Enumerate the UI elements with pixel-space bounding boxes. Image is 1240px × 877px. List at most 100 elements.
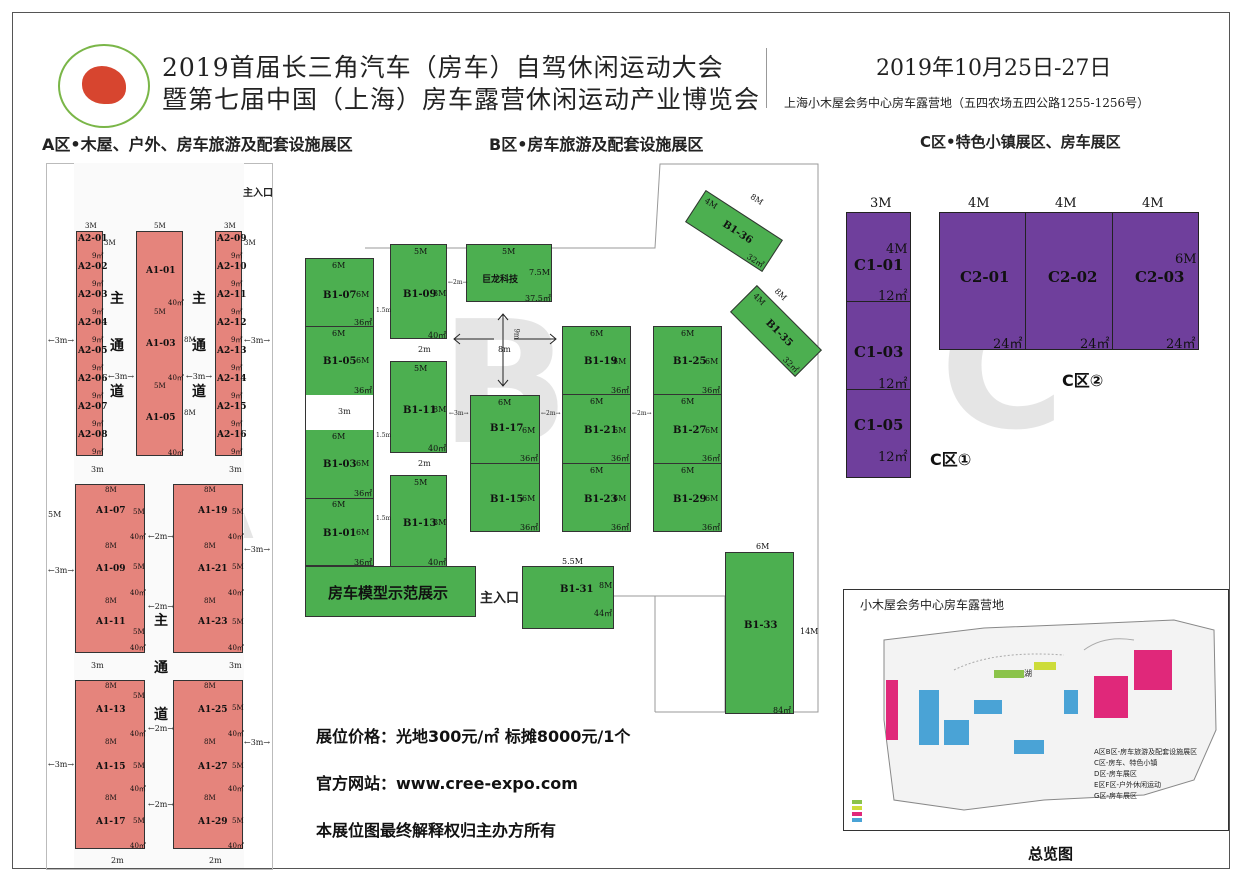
booth-B1-19[interactable]: B1-19 xyxy=(584,356,618,367)
dim-label: 5M xyxy=(133,762,145,770)
a1-mid-column[interactable] xyxy=(136,231,183,456)
c1-column[interactable] xyxy=(846,212,911,478)
a2-left-column[interactable] xyxy=(76,231,103,456)
booth-A2-07[interactable]: A2-07 xyxy=(78,402,108,412)
booth-B1-13[interactable]: B1-13 xyxy=(403,518,437,529)
booth-C1-01[interactable]: C1-01 xyxy=(854,256,904,274)
booth-B1-21[interactable]: B1-21 xyxy=(584,425,618,436)
booth-B1-11[interactable]: B1-11 xyxy=(403,405,437,416)
booth-block-B1-11[interactable] xyxy=(390,361,447,453)
dim-label: 5M xyxy=(133,628,145,636)
booth-block-B1-19-23[interactable] xyxy=(562,326,631,532)
dim-label: ←3m→ xyxy=(449,410,469,417)
zone-c1-label: C区① xyxy=(930,450,972,469)
c2-block[interactable] xyxy=(939,212,1199,350)
booth-A2-15[interactable]: A2-15 xyxy=(217,402,247,412)
booth-A2-13[interactable]: A2-13 xyxy=(217,346,247,356)
booth-A2-16[interactable]: A2-16 xyxy=(217,430,247,440)
booth-area: 9㎡ xyxy=(92,280,104,288)
booth-B1-35[interactable]: B1-35 xyxy=(763,317,795,350)
booth-B1-36[interactable]: B1-36 xyxy=(720,218,755,247)
booth-area: 9㎡ xyxy=(92,364,104,372)
booth-A1-07[interactable]: A1-07 xyxy=(96,506,126,516)
event-date: 2019年10月25日-27日 xyxy=(876,56,1112,81)
booth-B1-07[interactable]: B1-07 xyxy=(323,290,357,301)
booth-block-B1-13[interactable] xyxy=(390,475,447,567)
booth-B1-09[interactable]: B1-09 xyxy=(403,289,437,300)
booth-B1-05[interactable]: B1-05 xyxy=(323,356,357,367)
booth-block-B1-09[interactable] xyxy=(390,244,447,339)
booth-A1-29[interactable]: A1-29 xyxy=(198,817,228,827)
booth-B1-31[interactable]: B1-31 xyxy=(560,584,594,595)
booth-A2-09[interactable]: A2-09 xyxy=(217,234,247,244)
booth-B1-01[interactable]: B1-01 xyxy=(323,528,357,539)
dim-label: 8M xyxy=(184,336,196,344)
booth-A1-15[interactable]: A1-15 xyxy=(96,762,126,772)
booth-A1-09[interactable]: A1-09 xyxy=(96,564,126,574)
booth-B1-23[interactable]: B1-23 xyxy=(584,494,618,505)
booth-B1-15[interactable]: B1-15 xyxy=(490,494,524,505)
dim-label: 6M xyxy=(332,261,346,270)
booth-A1-21[interactable]: A1-21 xyxy=(198,564,228,574)
a2-right-column[interactable] xyxy=(215,231,242,456)
booth-block-B1-31[interactable] xyxy=(522,566,614,629)
booth-C2-03[interactable]: C2-03 xyxy=(1135,268,1185,286)
booth-block-B1-33[interactable] xyxy=(725,552,794,714)
booth-block-special[interactable] xyxy=(466,244,552,302)
booth-area: 40㎡ xyxy=(130,785,146,793)
booth-area: 40㎡ xyxy=(130,589,146,597)
booth-A1-27[interactable]: A1-27 xyxy=(198,762,228,772)
booth-B1-03[interactable]: B1-03 xyxy=(323,459,357,470)
booth-area: 9㎡ xyxy=(231,392,243,400)
booth-B1-25[interactable]: B1-25 xyxy=(673,356,707,367)
booth-C1-05[interactable]: C1-05 xyxy=(854,416,904,434)
aisle-char-1: 主 xyxy=(154,613,168,629)
dim-label: 8M xyxy=(105,597,117,605)
dim-label: 8M xyxy=(105,542,117,550)
official-website[interactable]: 官方网站：www.cree-expo.com xyxy=(316,774,578,793)
booth-B1-33[interactable]: B1-33 xyxy=(744,620,778,631)
booth-A2-06[interactable]: A2-06 xyxy=(78,374,108,384)
booth-A2-10[interactable]: A2-10 xyxy=(217,262,247,272)
dim-label: 8M xyxy=(204,738,216,746)
a1-lower-right-block-2[interactable] xyxy=(173,680,243,849)
zone-b-main-entrance: 主入口 xyxy=(480,591,520,606)
a1-lower-right-block-1[interactable] xyxy=(173,484,243,653)
booth-C1-03[interactable]: C1-03 xyxy=(854,343,904,361)
booth-A2-11[interactable]: A2-11 xyxy=(217,290,247,300)
dim-label: 6M xyxy=(356,528,370,537)
booth-A2-08[interactable]: A2-08 xyxy=(78,430,108,440)
booth-A1-01[interactable]: A1-01 xyxy=(146,266,176,276)
booth-B1-27[interactable]: B1-27 xyxy=(673,425,707,436)
booth-C2-02[interactable]: C2-02 xyxy=(1048,268,1098,286)
booth-area: 9㎡ xyxy=(92,308,104,316)
booth-A1-19[interactable]: A1-19 xyxy=(198,506,228,516)
dim-label: 5M xyxy=(154,308,166,316)
dim-label: ←2m→ xyxy=(448,279,468,286)
booth-A2-02[interactable]: A2-02 xyxy=(78,262,108,272)
booth-C2-01[interactable]: C2-01 xyxy=(960,268,1010,286)
booth-special[interactable]: 巨龙科技 xyxy=(482,275,519,285)
booth-B1-17[interactable]: B1-17 xyxy=(490,423,524,434)
booth-area: 12㎡ xyxy=(878,289,908,304)
a1-lower-left-block-2[interactable] xyxy=(75,680,145,849)
booth-A2-01[interactable]: A2-01 xyxy=(78,234,108,244)
booth-A1-11[interactable]: A1-11 xyxy=(96,617,126,627)
booth-A1-25[interactable]: A1-25 xyxy=(198,705,228,715)
booth-A1-03[interactable]: A1-03 xyxy=(146,339,176,349)
booth-A2-05[interactable]: A2-05 xyxy=(78,346,108,356)
booth-A2-03[interactable]: A2-03 xyxy=(78,290,108,300)
a1-lower-left-block-1[interactable] xyxy=(75,484,145,653)
dim-label: 1.5m xyxy=(376,432,392,439)
booth-B1-29[interactable]: B1-29 xyxy=(673,494,707,505)
booth-A1-13[interactable]: A1-13 xyxy=(96,705,126,715)
booth-block-B1-25-29[interactable] xyxy=(653,326,722,532)
booth-A2-12[interactable]: A2-12 xyxy=(217,318,247,328)
booth-A1-23[interactable]: A1-23 xyxy=(198,617,228,627)
dim-label: 3M xyxy=(85,222,97,230)
rv-model-showcase-label: 房车模型示范展示 xyxy=(328,584,449,602)
booth-A1-05[interactable]: A1-05 xyxy=(146,413,176,423)
booth-A2-14[interactable]: A2-14 xyxy=(217,374,247,384)
booth-A2-04[interactable]: A2-04 xyxy=(78,318,108,328)
booth-A1-17[interactable]: A1-17 xyxy=(96,817,126,827)
